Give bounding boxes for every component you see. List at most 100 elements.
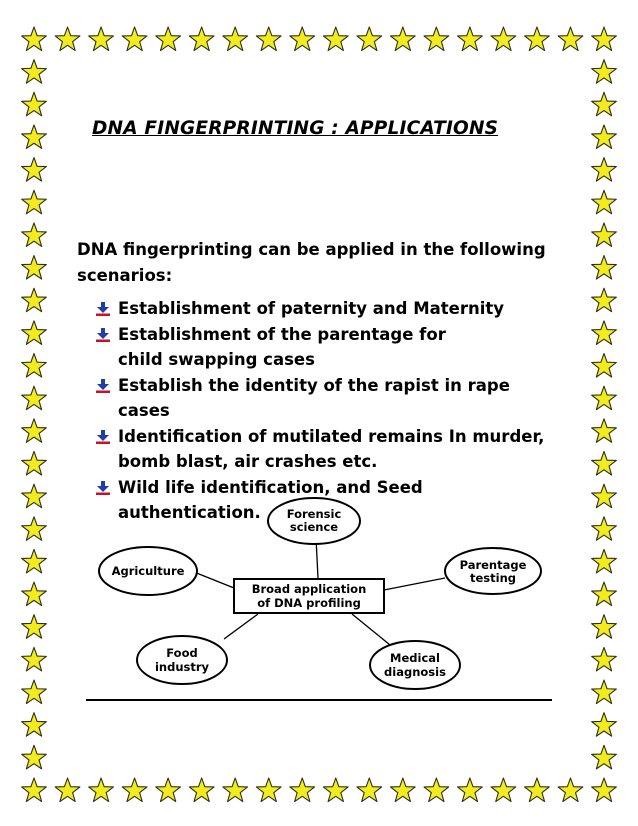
star-icon xyxy=(490,777,517,803)
star-icon xyxy=(121,777,148,803)
list-item-text: Establishment of the parentage for xyxy=(118,324,446,344)
star-icon xyxy=(21,548,47,574)
star-icon xyxy=(356,26,383,52)
star-icon xyxy=(456,26,483,52)
star-icon xyxy=(591,744,617,770)
star-icon xyxy=(423,777,450,803)
star-icon xyxy=(21,450,47,476)
star-icon xyxy=(591,450,617,476)
star-icon xyxy=(557,777,584,803)
down-arrow-bullet-icon xyxy=(96,379,110,393)
star-icon xyxy=(557,26,584,52)
applications-diagram: Broad application of DNA profiling Foren… xyxy=(98,497,542,690)
star-icon xyxy=(255,777,282,803)
star-icon xyxy=(524,777,550,803)
center-box: Broad application of DNA profiling xyxy=(233,578,385,614)
star-icon xyxy=(21,124,47,150)
forensic-label-line2: science xyxy=(290,520,338,534)
star-icon xyxy=(21,418,47,443)
star-icon xyxy=(289,777,316,803)
star-icon xyxy=(389,26,416,52)
star-icon xyxy=(155,26,182,52)
parentage-label-line2: testing xyxy=(470,571,516,585)
star-icon xyxy=(222,26,249,52)
list-item: Establishment of paternity and Maternity xyxy=(96,296,566,322)
page-title: DNA FINGERPRINTING : APPLICATIONS xyxy=(92,118,499,139)
medical-label-line1: Medical xyxy=(390,651,440,665)
star-icon xyxy=(322,777,349,803)
star-icon xyxy=(322,26,349,52)
node-forensic: Forensic science xyxy=(267,497,361,545)
star-icon xyxy=(389,777,416,803)
star-icon xyxy=(21,320,47,345)
node-food: Food industry xyxy=(136,635,228,685)
star-icon xyxy=(222,777,249,803)
star-icon xyxy=(21,679,47,705)
star-icon xyxy=(591,255,617,280)
food-label-line2: industry xyxy=(155,660,210,674)
star-icon xyxy=(21,59,47,84)
star-icon xyxy=(591,385,617,411)
list-item: Establish the identity of the rapist in … xyxy=(96,373,566,424)
application-list: Establishment of paternity and Maternity… xyxy=(96,296,566,526)
star-icon xyxy=(21,646,47,672)
star-icon xyxy=(21,385,47,411)
star-icon xyxy=(21,26,47,52)
star-icon xyxy=(21,712,47,737)
star-icon xyxy=(591,581,617,607)
star-icon xyxy=(88,26,114,52)
star-icon xyxy=(21,744,47,770)
down-arrow-bullet-icon xyxy=(96,481,110,495)
star-icon xyxy=(255,26,282,52)
star-icon xyxy=(591,287,617,313)
star-icon xyxy=(591,59,617,84)
list-item: Identification of mutilated remains In m… xyxy=(96,424,566,475)
star-icon xyxy=(591,712,617,737)
forensic-label-line1: Forensic xyxy=(287,507,342,521)
star-icon xyxy=(591,352,617,378)
star-icon xyxy=(188,777,215,803)
list-item: Establishment of the parentage for child… xyxy=(96,322,566,373)
list-item-text: Identification of mutilated remains In m… xyxy=(118,426,545,446)
connector-medical xyxy=(351,613,396,650)
star-icon xyxy=(356,777,383,803)
star-icon xyxy=(591,777,617,803)
center-label-line1: Broad application xyxy=(252,582,367,596)
star-icon xyxy=(54,26,81,52)
star-icon xyxy=(591,189,617,215)
star-icon xyxy=(54,777,81,803)
star-icon xyxy=(21,777,47,803)
list-item-continuation: bomb blast, air crashes etc. xyxy=(118,452,378,471)
star-icon xyxy=(490,26,517,52)
star-icon xyxy=(21,516,47,541)
connector-food xyxy=(223,613,259,640)
star-icon xyxy=(524,26,550,52)
connector-parentage xyxy=(383,577,446,591)
star-icon xyxy=(591,124,617,150)
star-icon xyxy=(591,516,617,541)
center-label-line2: of DNA profiling xyxy=(257,596,361,610)
star-icon xyxy=(21,91,47,117)
agriculture-label: Agriculture xyxy=(112,564,185,578)
list-item-text: Wild life identification, and Seed authe… xyxy=(118,477,423,523)
star-icon xyxy=(21,614,47,639)
star-icon xyxy=(121,26,148,52)
star-icon xyxy=(289,26,316,52)
down-arrow-bullet-icon xyxy=(96,302,110,316)
down-arrow-bullet-icon xyxy=(96,430,110,444)
star-icon xyxy=(21,189,47,215)
star-icon xyxy=(591,646,617,672)
star-icon xyxy=(21,581,47,607)
star-icon xyxy=(21,222,47,247)
star-icon xyxy=(591,26,617,52)
star-icon xyxy=(591,320,617,345)
intro-paragraph: DNA fingerprinting can be applied in the… xyxy=(77,240,546,285)
star-icon xyxy=(591,614,617,639)
star-icon xyxy=(21,157,47,182)
star-icon xyxy=(423,26,450,52)
node-agriculture: Agriculture xyxy=(98,546,198,596)
star-icon xyxy=(21,352,47,378)
food-label-line1: Food xyxy=(166,646,197,660)
node-parentage: Parentage testing xyxy=(444,547,542,595)
